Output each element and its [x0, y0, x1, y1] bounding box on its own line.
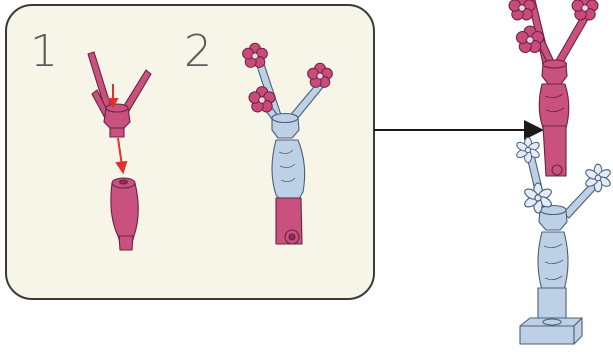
step1-branch-piece	[87, 51, 152, 138]
step2-assembled-tree	[242, 42, 333, 245]
attach-arrow-icon	[107, 84, 128, 175]
full-tree-model	[508, 0, 613, 345]
step-number-1: 1	[30, 26, 58, 77]
step1-trunk-piece	[110, 177, 139, 251]
step-number-2: 2	[184, 26, 212, 77]
